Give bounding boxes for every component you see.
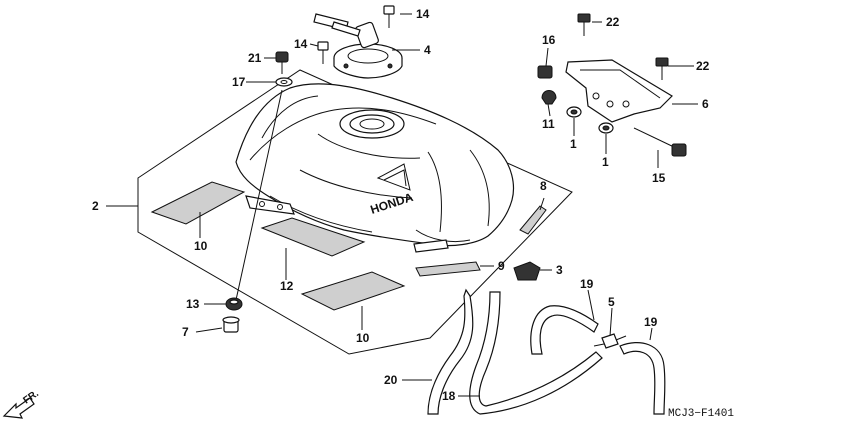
callout-8: 8: [540, 179, 547, 193]
callout-5: 5: [608, 295, 615, 309]
callout-10: 10: [356, 331, 370, 345]
callout-14: 14: [294, 37, 308, 51]
callout-2: 2: [92, 199, 99, 213]
hose-19-right: [619, 342, 666, 415]
pad-10-lower: [300, 271, 406, 311]
tank-group-outline: [137, 69, 573, 355]
bolt-14-left: [317, 41, 329, 64]
pad-10-upper: [150, 181, 246, 225]
pad-8: [519, 205, 547, 235]
callout-20: 20: [384, 373, 398, 387]
hose-20: [427, 288, 474, 415]
callout-1: 1: [570, 137, 577, 151]
bracket-6: [565, 59, 673, 123]
bolt-22-right: [655, 57, 669, 80]
collar-1-a: [566, 106, 582, 118]
callout-10: 10: [194, 239, 208, 253]
callout-13: 13: [186, 297, 200, 311]
bolt-14-top: [383, 5, 395, 28]
callout-22: 22: [696, 59, 710, 73]
callout-12: 12: [280, 279, 294, 293]
bolt-15: [633, 127, 687, 157]
bolt-21: [275, 51, 289, 74]
callout-17: 17: [232, 75, 246, 89]
callout-15: 15: [652, 171, 666, 185]
callout-16: 16: [542, 33, 556, 47]
pad-12: [260, 217, 366, 257]
hose-19-left: [530, 305, 599, 355]
rubber-13: [225, 297, 243, 311]
hose-18: [469, 291, 603, 415]
collar-1-b: [598, 122, 614, 134]
mount-line: [235, 89, 283, 301]
callout-6: 6: [702, 97, 709, 111]
bolt-22-top: [577, 13, 591, 36]
callout-22: 22: [606, 15, 620, 29]
callout-19: 19: [580, 277, 594, 291]
callout-7: 7: [182, 325, 189, 339]
diagram-code: MCJ3−F1401: [668, 408, 734, 420]
callout-18: 18: [442, 389, 456, 403]
callout-1: 1: [602, 155, 609, 169]
leader-lines: [106, 13, 698, 397]
rubber-3: [513, 261, 541, 281]
cap-11: [541, 90, 557, 105]
nut-16: [537, 65, 553, 79]
collar-7: [222, 316, 240, 333]
fuel-cap: [313, 13, 403, 79]
fuel-tank: [235, 83, 515, 253]
washer-17: [275, 77, 293, 87]
callout-9: 9: [498, 259, 505, 273]
callout-4: 4: [424, 43, 431, 57]
callout-11: 11: [542, 117, 555, 131]
callout-3: 3: [556, 263, 563, 277]
callout-19: 19: [644, 315, 658, 329]
callout-21: 21: [248, 51, 262, 65]
callout-14: 14: [416, 7, 430, 21]
pad-9: [415, 261, 481, 277]
front-arrow-icon: [2, 397, 35, 419]
callout-labels: 1 1 2 3 4 5 6 7 8 9 10 10 11 12 13 14 14…: [92, 7, 710, 403]
